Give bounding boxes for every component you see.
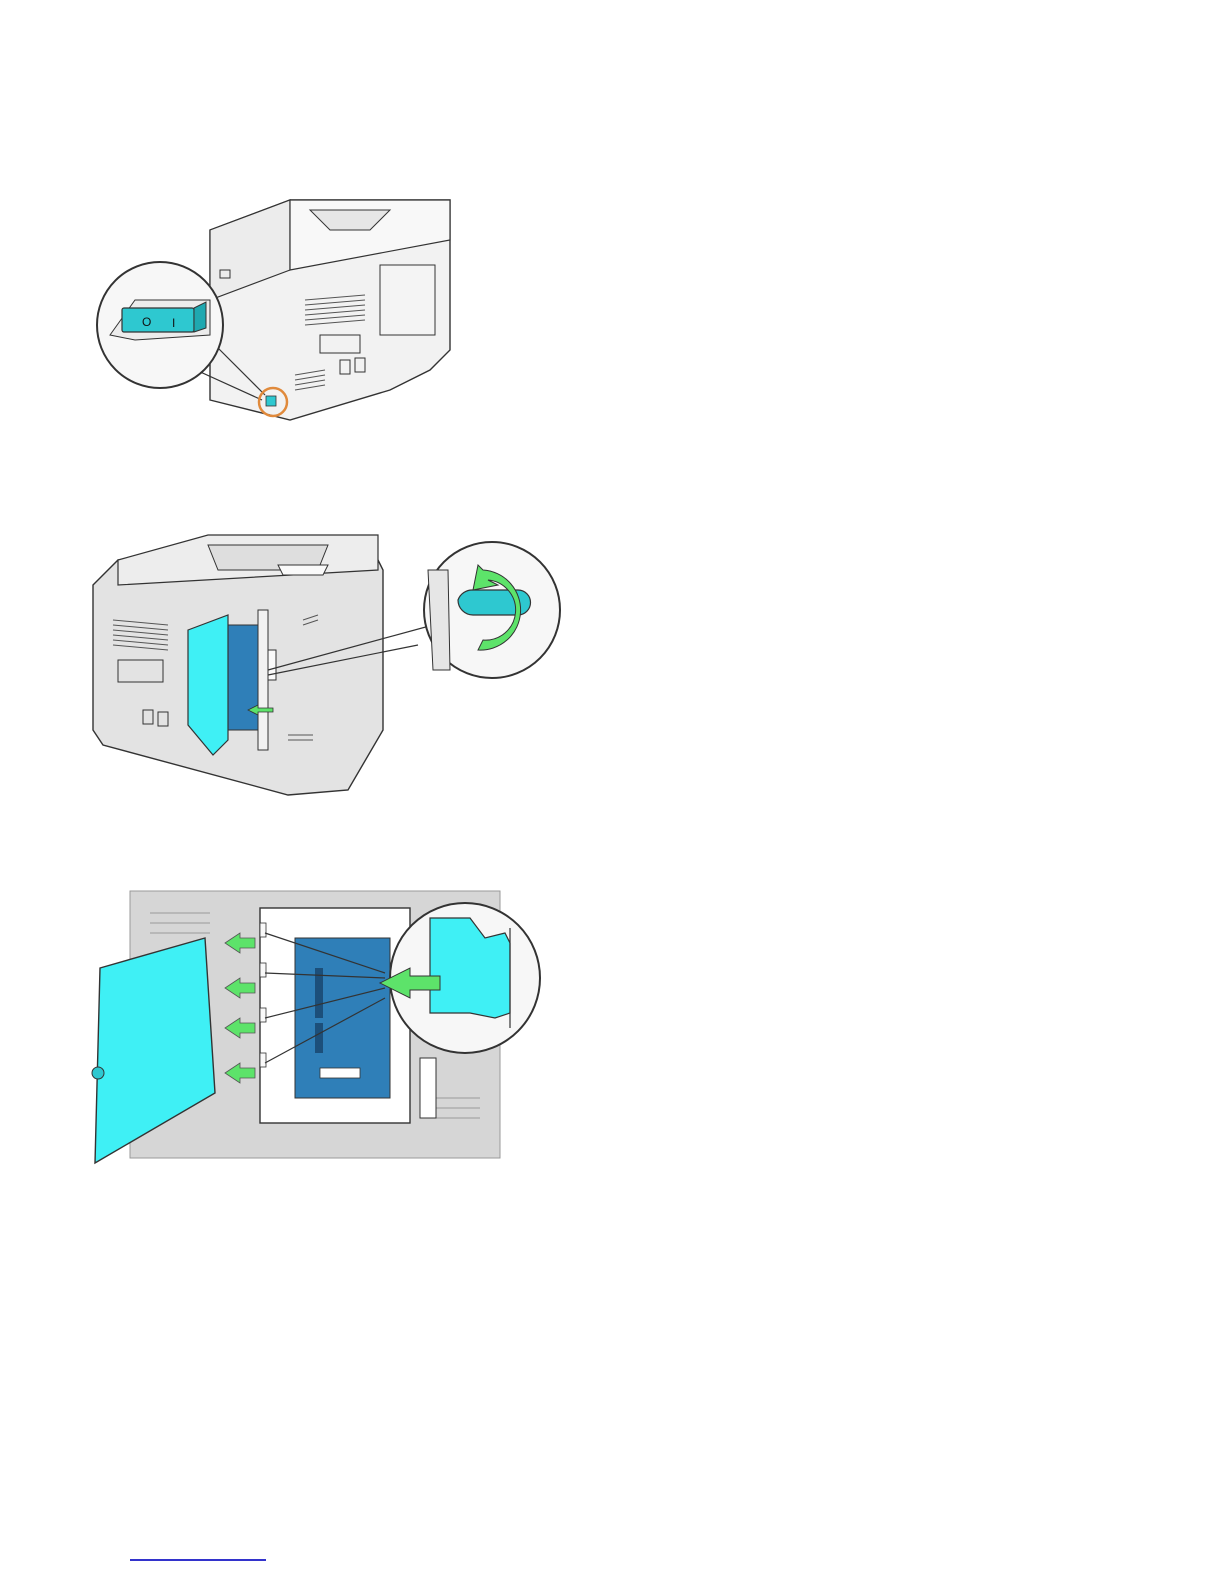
switch-off-label: O [142,315,151,329]
unscrew-cover-figure [88,530,568,800]
switch-magnifier: O I [97,262,223,388]
remove-cover-figure [90,888,545,1168]
printer-illustration [93,535,383,795]
footer-link[interactable] [130,1556,266,1561]
printer-illustration [210,200,450,420]
screw-magnifier [424,542,560,678]
power-switch-figure: O I [90,190,470,430]
switch-on-label: I [172,316,175,330]
